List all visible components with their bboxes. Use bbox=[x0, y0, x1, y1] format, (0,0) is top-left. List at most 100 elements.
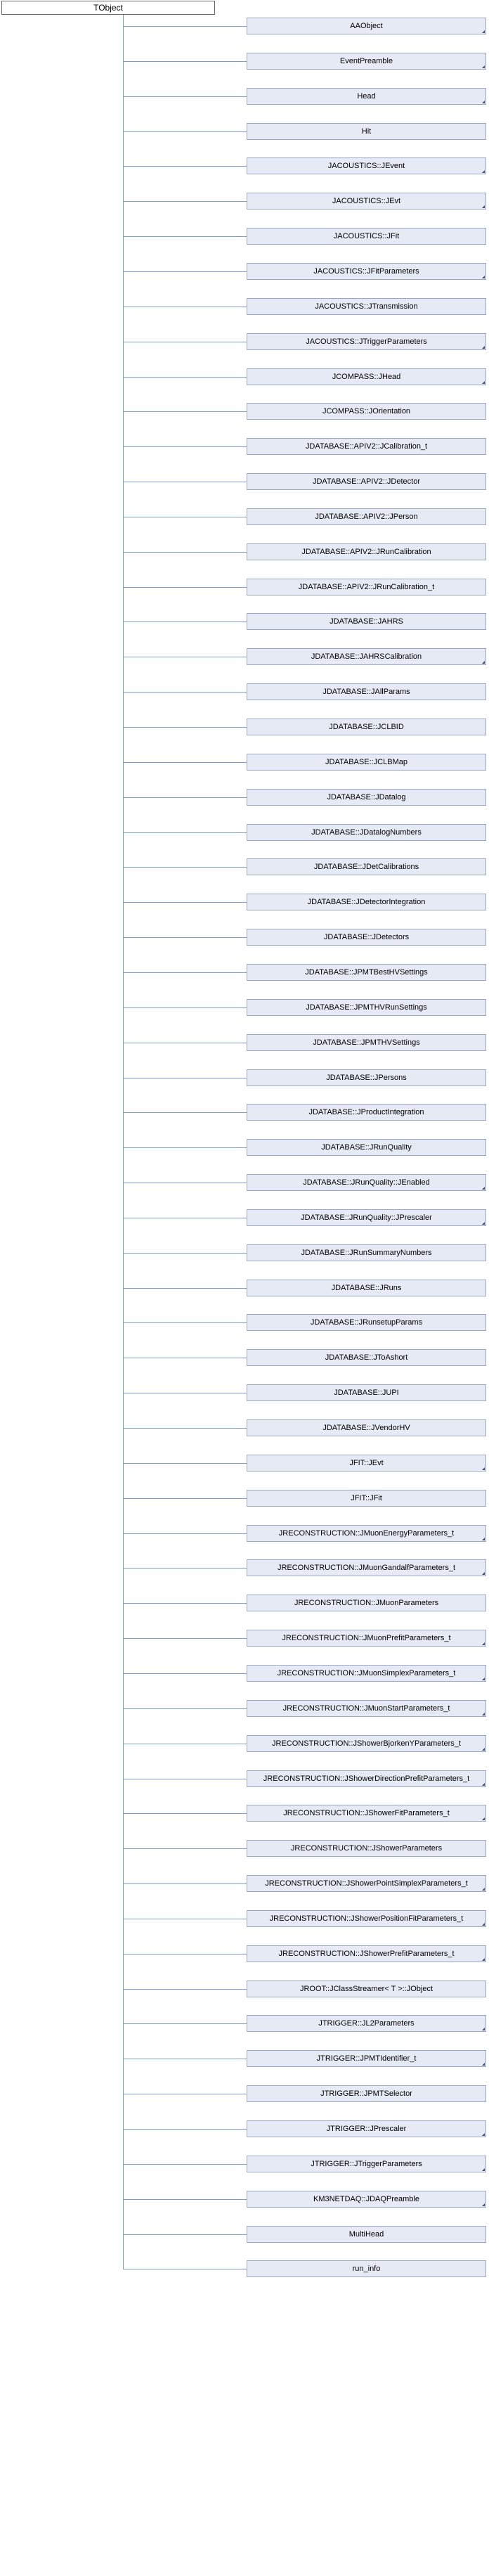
derived-class-node[interactable]: KM3NETDAQ::JDAQPreamble bbox=[247, 2191, 486, 2208]
derived-class-node[interactable]: JDATABASE::JRunQuality::JEnabled bbox=[247, 1174, 486, 1191]
derived-class-node[interactable]: AAObject bbox=[247, 18, 486, 34]
derived-class-node[interactable]: JRECONSTRUCTION::JMuonGandalfParameters_… bbox=[247, 1559, 486, 1576]
derived-class-node[interactable]: JDATABASE::JPMTBestHVSettings bbox=[247, 964, 486, 981]
derived-class-node[interactable]: JDATABASE::JPMTHVSettings bbox=[247, 1034, 486, 1051]
derived-class-node[interactable]: JDATABASE::JRuns bbox=[247, 1280, 486, 1296]
derived-class-node[interactable]: JRECONSTRUCTION::JShowerFitParameters_t bbox=[247, 1805, 486, 1822]
derived-class-node[interactable]: JDATABASE::APIV2::JRunCalibration_t bbox=[247, 579, 486, 595]
derived-class-node[interactable]: JDATABASE::JAllParams bbox=[247, 683, 486, 700]
derived-class-node[interactable]: EventPreamble bbox=[247, 53, 486, 70]
derived-class-node[interactable]: JTRIGGER::JPrescaler bbox=[247, 2120, 486, 2137]
derived-class-node[interactable]: JRECONSTRUCTION::JShowerPrefitParameters… bbox=[247, 1945, 486, 1962]
derived-class-node[interactable]: JDATABASE::JDetectors bbox=[247, 929, 486, 946]
inheritance-branch-line bbox=[123, 1708, 247, 1709]
derived-class-node[interactable]: JRECONSTRUCTION::JMuonPrefitParameters_t bbox=[247, 1630, 486, 1647]
has-subclasses-corner-icon bbox=[482, 1187, 485, 1190]
derived-class-node[interactable]: JDATABASE::JAHRSCalibration bbox=[247, 648, 486, 665]
derived-class-node[interactable]: JDATABASE::APIV2::JCalibration_t bbox=[247, 438, 486, 455]
inheritance-branch-line bbox=[123, 1007, 247, 1008]
derived-class-node[interactable]: JDATABASE::APIV2::JDetector bbox=[247, 473, 486, 490]
has-subclasses-corner-icon bbox=[482, 2203, 485, 2206]
derived-class-node[interactable]: JTRIGGER::JL2Parameters bbox=[247, 2015, 486, 2032]
derived-class-node[interactable]: JDATABASE::JDetectorIntegration bbox=[247, 894, 486, 910]
derived-class-node[interactable]: JCOMPASS::JOrientation bbox=[247, 403, 486, 420]
inheritance-branch-line bbox=[123, 1813, 247, 1814]
inheritance-branch-line bbox=[123, 1112, 247, 1113]
derived-class-node[interactable]: JDATABASE::JPersons bbox=[247, 1069, 486, 1086]
derived-class-node[interactable]: JDATABASE::JVendorHV bbox=[247, 1419, 486, 1436]
derived-class-node[interactable]: MultiHead bbox=[247, 2226, 486, 2243]
derived-class-node[interactable]: JDATABASE::JToAshort bbox=[247, 1349, 486, 1366]
derived-class-label: JRECONSTRUCTION::JShowerFitParameters_t bbox=[283, 1809, 450, 1817]
derived-class-label: JRECONSTRUCTION::JShowerPositionFitParam… bbox=[269, 1914, 464, 1923]
derived-class-label: JDATABASE::APIV2::JRunCalibration_t bbox=[298, 583, 435, 591]
derived-class-node[interactable]: JDATABASE::JRunQuality::JPrescaler bbox=[247, 1209, 486, 1226]
has-subclasses-corner-icon bbox=[482, 1923, 485, 1926]
derived-class-node[interactable]: JFIT::JEvt bbox=[247, 1455, 486, 1471]
derived-class-node[interactable]: JDATABASE::JCLBMap bbox=[247, 754, 486, 771]
derived-class-node[interactable]: JDATABASE::JPMTHVRunSettings bbox=[247, 999, 486, 1016]
derived-class-node[interactable]: JDATABASE::JDatalog bbox=[247, 789, 486, 806]
inheritance-branch-line bbox=[123, 1638, 247, 1639]
derived-class-node[interactable]: JTRIGGER::JPMTSelector bbox=[247, 2085, 486, 2102]
derived-class-node[interactable]: JACOUSTICS::JTriggerParameters bbox=[247, 333, 486, 350]
derived-class-node[interactable]: JDATABASE::JRunSummaryNumbers bbox=[247, 1244, 486, 1261]
derived-class-node[interactable]: JRECONSTRUCTION::JMuonSimplexParameters_… bbox=[247, 1665, 486, 1682]
derived-class-label: AAObject bbox=[350, 22, 383, 30]
derived-class-node[interactable]: JDATABASE::APIV2::JPerson bbox=[247, 508, 486, 525]
inheritance-branch-line bbox=[123, 1883, 247, 1884]
root-class-node[interactable]: TObject bbox=[1, 1, 215, 15]
derived-class-node[interactable]: JCOMPASS::JHead bbox=[247, 368, 486, 385]
derived-class-node[interactable]: JRECONSTRUCTION::JMuonParameters bbox=[247, 1595, 486, 1611]
inheritance-branch-line bbox=[123, 1989, 247, 1990]
derived-class-label: JACOUSTICS::JTransmission bbox=[315, 302, 418, 311]
inheritance-branch-line bbox=[123, 96, 247, 97]
has-subclasses-corner-icon bbox=[482, 661, 485, 664]
derived-class-node[interactable]: JRECONSTRUCTION::JMuonEnergyParameters_t bbox=[247, 1525, 486, 1542]
derived-class-node[interactable]: JTRIGGER::JPMTIdentifier_t bbox=[247, 2050, 486, 2067]
derived-class-label: JRECONSTRUCTION::JMuonEnergyParameters_t bbox=[278, 1529, 455, 1538]
derived-class-node[interactable]: JRECONSTRUCTION::JShowerBjorkenYParamete… bbox=[247, 1735, 486, 1752]
derived-class-label: JDATABASE::APIV2::JPerson bbox=[315, 513, 418, 521]
derived-class-label: JTRIGGER::JL2Parameters bbox=[318, 2019, 415, 2028]
has-subclasses-corner-icon bbox=[482, 170, 485, 173]
derived-class-node[interactable]: JROOT::JClassStreamer< T >::JObject bbox=[247, 1981, 486, 1997]
derived-class-node[interactable]: JRECONSTRUCTION::JShowerParameters bbox=[247, 1840, 486, 1857]
derived-class-label: JACOUSTICS::JFitParameters bbox=[313, 267, 419, 276]
derived-class-node[interactable]: Hit bbox=[247, 123, 486, 140]
has-subclasses-corner-icon bbox=[482, 65, 485, 68]
derived-class-node[interactable]: JACOUSTICS::JFitParameters bbox=[247, 263, 486, 280]
has-subclasses-corner-icon bbox=[482, 2133, 485, 2136]
derived-class-node[interactable]: JDATABASE::JDetCalibrations bbox=[247, 858, 486, 875]
has-subclasses-corner-icon bbox=[482, 30, 485, 33]
derived-class-node[interactable]: JDATABASE::JRunQuality bbox=[247, 1139, 486, 1156]
inheritance-branch-line bbox=[123, 587, 247, 588]
derived-class-node[interactable]: Head bbox=[247, 88, 486, 105]
derived-class-node[interactable]: JRECONSTRUCTION::JShowerPositionFitParam… bbox=[247, 1910, 486, 1927]
has-subclasses-corner-icon bbox=[482, 1888, 485, 1891]
derived-class-node[interactable]: JFIT::JFit bbox=[247, 1490, 486, 1507]
derived-class-node[interactable]: JRECONSTRUCTION::JShowerDirectionPrefitP… bbox=[247, 1770, 486, 1787]
inheritance-branch-line bbox=[123, 867, 247, 868]
derived-class-node[interactable]: JACOUSTICS::JEvent bbox=[247, 157, 486, 174]
derived-class-label: JDATABASE::JRunsetupParams bbox=[310, 1318, 423, 1327]
derived-class-node[interactable]: JDATABASE::JRunsetupParams bbox=[247, 1314, 486, 1331]
derived-class-node[interactable]: JDATABASE::JCLBID bbox=[247, 719, 486, 735]
derived-class-node[interactable]: JACOUSTICS::JFit bbox=[247, 228, 486, 245]
derived-class-label: JDATABASE::JCLBID bbox=[329, 723, 404, 731]
inheritance-branch-line bbox=[123, 1147, 247, 1148]
derived-class-node[interactable]: JACOUSTICS::JTransmission bbox=[247, 298, 486, 315]
derived-class-node[interactable]: JDATABASE::JDatalogNumbers bbox=[247, 824, 486, 841]
has-subclasses-corner-icon bbox=[482, 346, 485, 349]
derived-class-node[interactable]: JDATABASE::JUPI bbox=[247, 1384, 486, 1401]
inheritance-branch-line bbox=[123, 236, 247, 237]
derived-class-node[interactable]: JDATABASE::JAHRS bbox=[247, 613, 486, 630]
derived-class-node[interactable]: JRECONSTRUCTION::JShowerPointSimplexPara… bbox=[247, 1875, 486, 1892]
derived-class-node[interactable]: JDATABASE::APIV2::JRunCalibration bbox=[247, 543, 486, 560]
derived-class-node[interactable]: JTRIGGER::JTriggerParameters bbox=[247, 2156, 486, 2172]
derived-class-node[interactable]: JACOUSTICS::JEvt bbox=[247, 193, 486, 210]
derived-class-label: JDATABASE::JToAshort bbox=[325, 1353, 408, 1362]
derived-class-node[interactable]: JDATABASE::JProductIntegration bbox=[247, 1104, 486, 1121]
derived-class-node[interactable]: JRECONSTRUCTION::JMuonStartParameters_t bbox=[247, 1700, 486, 1717]
derived-class-node[interactable]: run_info bbox=[247, 2260, 486, 2277]
